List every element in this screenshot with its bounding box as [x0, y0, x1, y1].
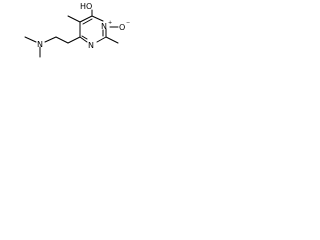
bond-ethyl-2 [55, 36, 69, 44]
bond-c4-ethyl-1 [67, 36, 81, 44]
bond-c6-n1 [91, 15, 104, 22]
ring-nitrogen-label-2: N [88, 41, 94, 50]
bond-c5-methyl [67, 15, 81, 23]
bond-c5-c6 [79, 15, 93, 23]
oxide-oxygen-label: O [119, 23, 125, 32]
chemical-structure-diagram: HO N + O − N N [24, 2, 130, 58]
nitrogen-positive-charge: + [108, 20, 112, 26]
bond-n-methyl-1 [24, 36, 37, 43]
bond-c2-methyl [105, 36, 119, 44]
amine-nitrogen-label: N [37, 40, 43, 49]
bond-n3-c4 [79, 36, 88, 43]
hydroxyl-label: HO [80, 2, 92, 11]
ring-nitrogen-label: N [101, 22, 107, 31]
bond-c5-c6-double [82, 18, 93, 25]
bond-ethyl-n [44, 36, 57, 43]
bond-n3-c4-double [81, 35, 88, 40]
oxygen-negative-charge: − [126, 20, 130, 26]
bond-c2-n3 [96, 36, 107, 43]
